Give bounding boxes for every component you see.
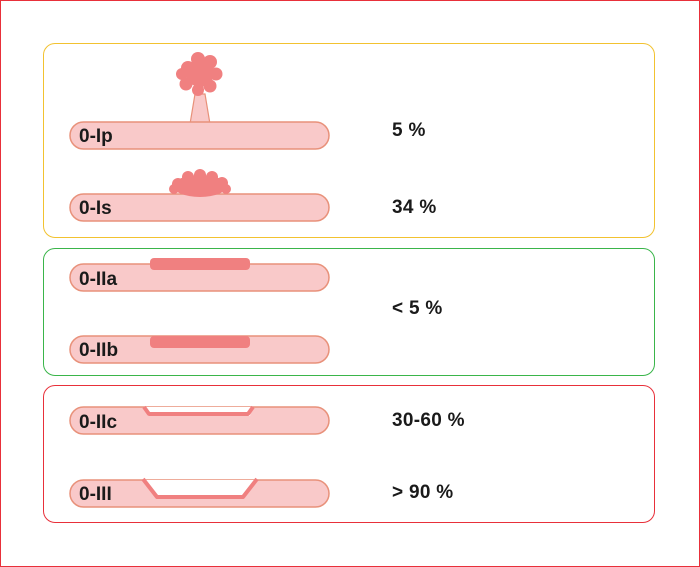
label-0-iib: 0-IIb bbox=[79, 340, 118, 361]
excavated-lesion bbox=[141, 477, 259, 499]
excavation-cutout bbox=[144, 480, 256, 498]
lesion-0-is: 0-Is bbox=[69, 169, 330, 222]
mucosa-bar-0-ip bbox=[69, 121, 330, 150]
percent-0-ip: 5 % bbox=[392, 120, 426, 141]
depressed-lesion bbox=[142, 405, 255, 416]
percent-0-is: 34 % bbox=[392, 197, 437, 218]
label-0-is: 0-Is bbox=[79, 198, 112, 219]
percent-0-ii-ab: < 5 % bbox=[392, 298, 443, 319]
polyp-stalk bbox=[189, 93, 211, 125]
percent-0-iic: 30-60 % bbox=[392, 410, 465, 431]
label-0-iia: 0-IIa bbox=[79, 269, 117, 290]
lesion-0-iib: 0-IIb bbox=[69, 335, 330, 364]
label-0-iii: 0-III bbox=[79, 484, 112, 505]
lesion-0-ip: 0-Ip bbox=[69, 52, 330, 150]
lesion-0-iic: 0-IIc bbox=[69, 405, 330, 435]
sessile-lesion bbox=[169, 169, 231, 197]
flat-lesion bbox=[150, 336, 250, 348]
lesion-0-iia: 0-IIa bbox=[69, 258, 330, 292]
polyp-head bbox=[176, 52, 223, 96]
label-0-ip: 0-Ip bbox=[79, 126, 113, 147]
elevated-lesion bbox=[150, 258, 250, 270]
lesion-0-iii: 0-III bbox=[69, 477, 330, 508]
label-0-iic: 0-IIc bbox=[79, 412, 117, 433]
percent-0-iii: > 90 % bbox=[392, 482, 454, 503]
